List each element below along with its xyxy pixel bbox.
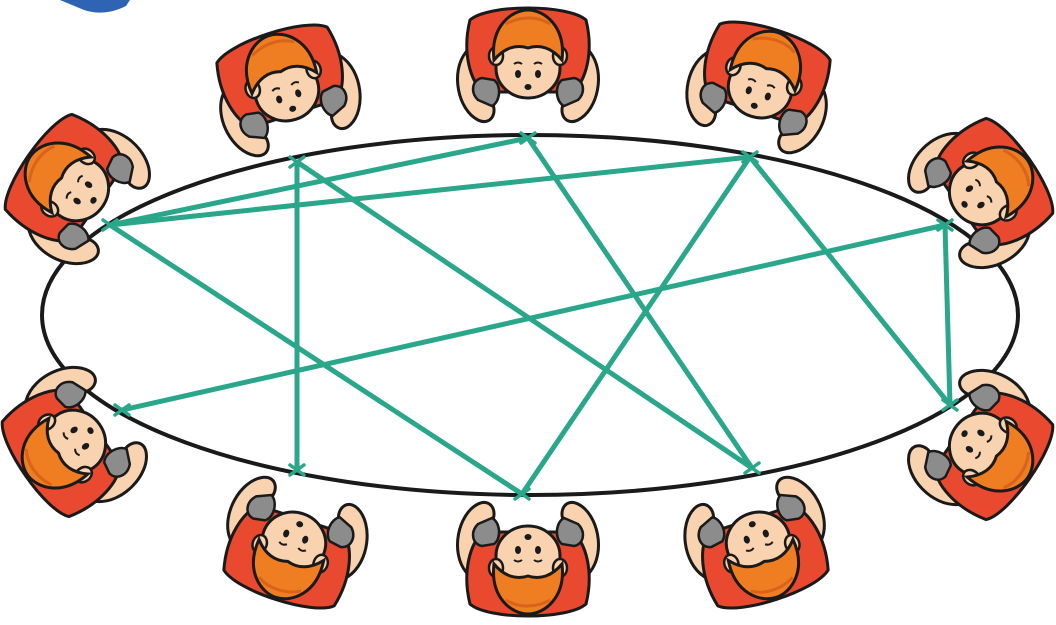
oval-table [42,135,1018,495]
person-7 [675,470,844,622]
person-3 [457,8,598,122]
person-9 [208,470,377,622]
person-2 [201,12,370,164]
person-4 [677,9,846,161]
corner-accent [60,0,130,13]
person-8 [457,502,598,616]
